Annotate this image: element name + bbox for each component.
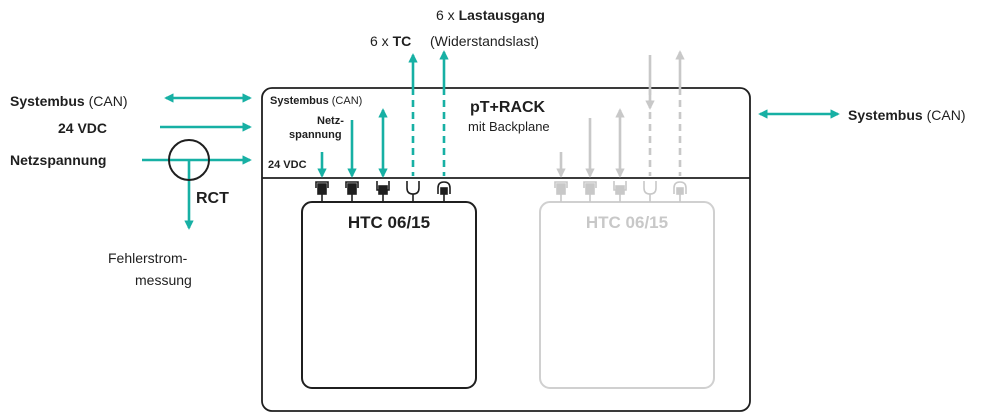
residual-line-2: messung — [135, 272, 192, 288]
slot2-connector-mains — [583, 181, 597, 202]
svg-text:Systembus (CAN): Systembus (CAN) — [270, 95, 362, 107]
rack-frame — [261, 87, 751, 412]
tc-count: 6 x — [370, 33, 389, 49]
rack-title: pT+RACK — [470, 99, 546, 116]
left-supply-label: 24 VDC — [58, 120, 107, 136]
module-active-name: HTC 06/15 — [348, 213, 430, 232]
rack-subtitle: mit Backplane — [468, 119, 550, 134]
connector-load — [437, 181, 451, 202]
right-systembus-note: (CAN) — [927, 107, 966, 123]
connector-supply — [315, 181, 329, 202]
left-mains-label: Netzspannung — [10, 152, 106, 168]
module-active — [301, 201, 477, 389]
svg-text:Systembus (CAN): Systembus (CAN) — [848, 107, 965, 123]
module-inactive-name: HTC 06/15 — [586, 213, 668, 232]
connector-mains — [345, 181, 359, 202]
rct-ring-symbol — [168, 139, 210, 181]
tc-name: TC — [393, 33, 412, 49]
connector-systembus — [376, 181, 390, 202]
slot2-connector-tc — [643, 181, 657, 202]
rack-systembus-name: Systembus — [270, 95, 329, 107]
left-systembus-name: Systembus — [10, 93, 85, 109]
rack-supply-label: 24 VDC — [268, 159, 307, 171]
connector-tc — [406, 181, 420, 202]
load-count: 6 x — [436, 7, 455, 23]
rct-label: RCT — [196, 190, 229, 207]
slot2-connector-supply — [554, 181, 568, 202]
load-name: Lastausgang — [459, 7, 545, 23]
slot2-connector-load — [673, 181, 687, 202]
residual-line-1: Fehlerstrom- — [108, 250, 188, 266]
rack-systembus-note: (CAN) — [332, 95, 363, 107]
rack-mains-line-2: spannung — [289, 129, 342, 141]
left-systembus-note: (CAN) — [89, 93, 128, 109]
module-inactive — [539, 201, 715, 389]
load-note: (Widerstandslast) — [430, 33, 539, 49]
svg-text:6 x Lastausgang: 6 x Lastausgang — [436, 7, 545, 23]
svg-text:6 x TC: 6 x TC — [370, 33, 411, 49]
right-systembus-name: Systembus — [848, 107, 923, 123]
rack-mains-line-1: Netz- — [317, 115, 344, 127]
svg-text:Systembus (CAN): Systembus (CAN) — [10, 93, 127, 109]
slot2-connector-systembus — [613, 181, 627, 202]
